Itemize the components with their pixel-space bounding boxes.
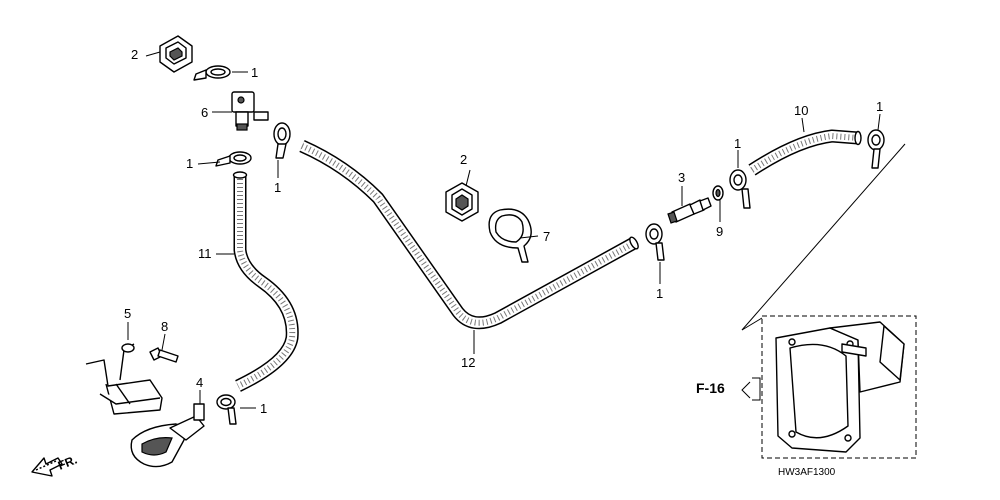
washer-9[interactable] xyxy=(712,185,724,201)
front-direction-arrow xyxy=(31,457,63,477)
callout-3[interactable]: 3 xyxy=(678,170,685,185)
leader-lines xyxy=(127,51,881,409)
clamp-1-top[interactable] xyxy=(193,65,231,81)
callouts: 2 1 6 1 1 11 5 8 4 1 2 7 12 1 3 9 1 10 1 xyxy=(124,47,883,416)
clamp-1-lower[interactable] xyxy=(216,394,237,425)
clamp-1-joint[interactable] xyxy=(273,122,291,159)
bolt-8[interactable] xyxy=(149,347,179,363)
clamp-1-center[interactable] xyxy=(645,223,665,261)
callout-10[interactable]: 10 xyxy=(794,103,808,118)
callout-11[interactable]: 11 xyxy=(198,246,212,261)
grommet-2-upper[interactable] xyxy=(159,35,193,73)
callout-2-center[interactable]: 2 xyxy=(460,152,467,167)
connector-3[interactable] xyxy=(667,197,712,224)
inset-detail xyxy=(741,143,917,459)
callout-2-upper[interactable]: 2 xyxy=(131,47,138,62)
callout-1-lower[interactable]: 1 xyxy=(260,401,267,416)
front-direction-label: FR. xyxy=(56,453,79,473)
clamp-1-right[interactable] xyxy=(729,169,751,209)
drawing-code: HW3AF1300 xyxy=(778,467,836,478)
callout-8[interactable]: 8 xyxy=(161,319,168,334)
hose-11[interactable] xyxy=(232,171,299,392)
canister-4[interactable] xyxy=(130,403,205,468)
hose-12[interactable] xyxy=(299,140,640,330)
callout-12[interactable]: 12 xyxy=(461,355,475,370)
callout-1-top[interactable]: 1 xyxy=(251,65,258,80)
callout-9[interactable]: 9 xyxy=(716,224,723,239)
callout-1-right[interactable]: 1 xyxy=(734,136,741,151)
callout-1-center[interactable]: 1 xyxy=(656,286,663,301)
callout-5[interactable]: 5 xyxy=(124,306,131,321)
callout-4[interactable]: 4 xyxy=(196,375,203,390)
callout-1-joint[interactable]: 1 xyxy=(274,180,281,195)
grommet-2-center[interactable] xyxy=(445,182,479,222)
callout-1-far-right[interactable]: 1 xyxy=(876,99,883,114)
joint-6[interactable] xyxy=(231,91,269,131)
hose-10[interactable] xyxy=(748,129,862,176)
callout-6[interactable]: 6 xyxy=(201,105,208,120)
clamp-1-left[interactable] xyxy=(215,151,252,167)
bracket-5[interactable] xyxy=(85,343,163,415)
reference-label[interactable]: F-16 xyxy=(696,380,725,396)
callout-7[interactable]: 7 xyxy=(543,229,550,244)
callout-1-left[interactable]: 1 xyxy=(186,156,193,171)
clamp-1-far-right[interactable] xyxy=(867,129,885,169)
band-clip-7[interactable] xyxy=(488,208,532,263)
